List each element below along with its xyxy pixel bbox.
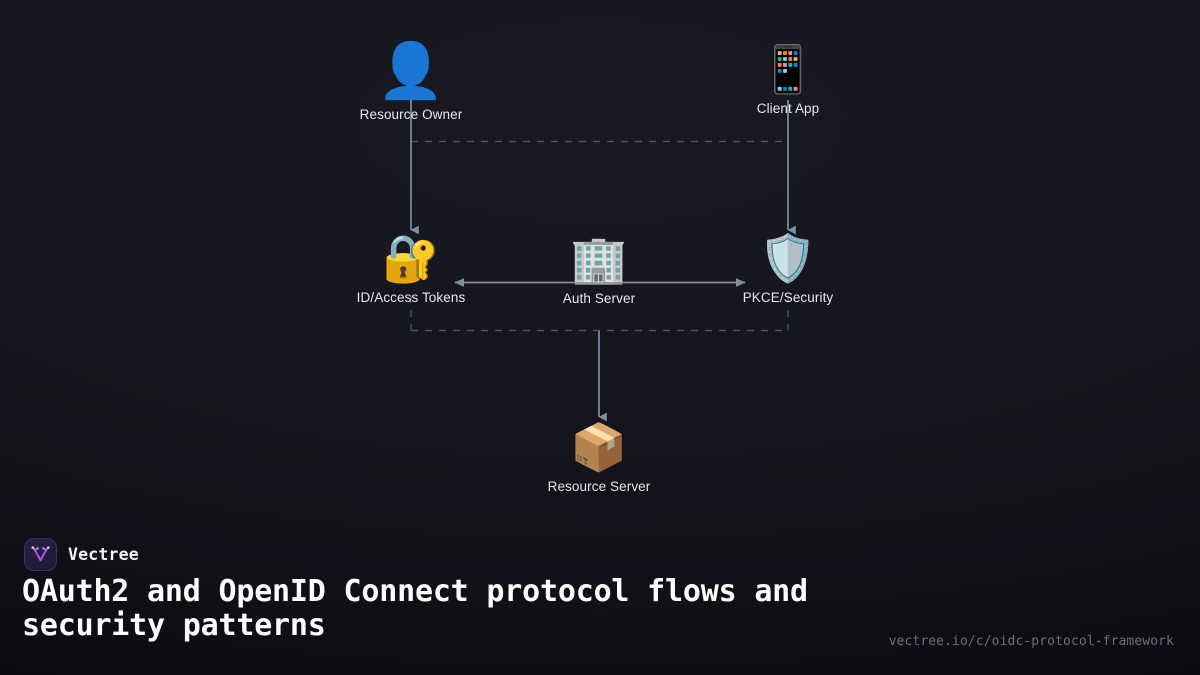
node-pkce-security[interactable]: 🛡️ PKCE/Security — [698, 235, 878, 305]
diagram-canvas: 👤 Resource Owner 📱 Client App 🔐 ID/Acces… — [321, 39, 878, 495]
lock-with-key-icon: 🔐 — [382, 231, 440, 285]
node-label-pkce-security: PKCE/Security — [742, 290, 834, 305]
vectree-logo-icon — [24, 538, 57, 571]
headline-title: OAuth2 and OpenID Connect protocol flows… — [22, 574, 808, 643]
node-label-id-access-tokens: ID/Access Tokens — [356, 290, 466, 305]
footer-bar: Vectree OAuth2 and OpenID Connect protoc… — [0, 530, 1200, 675]
node-label-resource-server: Resource Server — [547, 479, 651, 494]
package-box-icon: 📦 — [570, 420, 628, 474]
node-resource-owner[interactable]: 👤 Resource Owner — [321, 39, 501, 123]
node-client-app[interactable]: 📱 Client App — [698, 46, 878, 116]
mobile-phone-icon: 📱 — [759, 42, 817, 96]
node-auth-server[interactable]: 🏢 Auth Server — [509, 236, 689, 306]
person-icon: 👤 — [377, 39, 445, 102]
node-id-access-tokens[interactable]: 🔐 ID/Access Tokens — [321, 235, 501, 305]
node-label-client-app: Client App — [756, 101, 820, 116]
node-label-resource-owner: Resource Owner — [359, 107, 463, 122]
node-resource-server[interactable]: 📦 Resource Server — [509, 424, 689, 494]
node-label-auth-server: Auth Server — [562, 291, 636, 306]
brand-name: Vectree — [68, 545, 139, 564]
brand-row[interactable]: Vectree — [24, 538, 139, 571]
shield-icon: 🛡️ — [759, 231, 817, 285]
site-url: vectree.io/c/oidc-protocol-framework — [888, 634, 1174, 649]
office-building-icon: 🏢 — [570, 232, 628, 286]
